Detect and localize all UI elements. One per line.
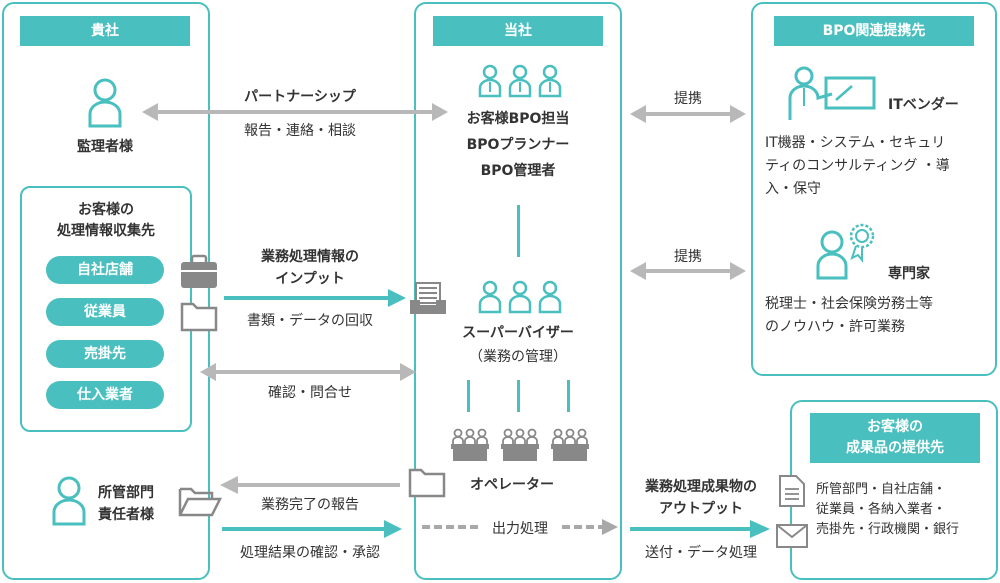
- expert-badge-icon: [816, 223, 875, 280]
- connector-line: [567, 380, 570, 412]
- it-desc-1: IT機器・システム・セキュリ: [765, 135, 946, 151]
- person-icon: [52, 476, 86, 526]
- delivery-header-line1: お客様の: [867, 419, 923, 435]
- operator-desk-icon: [451, 428, 489, 461]
- partnership-label: パートナーシップ: [244, 89, 356, 105]
- mail-icon: [776, 524, 808, 548]
- partner-panel: [751, 2, 997, 376]
- connector-line: [517, 205, 520, 257]
- presenter-icon: [788, 66, 876, 120]
- expert-desc-2: のノウハウ・許可業務: [765, 319, 905, 335]
- it-desc-2: ティのコンサルティング ・導: [765, 158, 950, 174]
- output-process-label: 出力処理: [492, 521, 548, 537]
- connector-line: [467, 380, 470, 412]
- partnership-double-arrow: [142, 103, 448, 121]
- role-bpo-manager: BPO管理者: [480, 163, 556, 179]
- manager-label-1: 所管部門: [98, 485, 154, 501]
- output-label-1: 業務処理成果物の: [645, 479, 757, 495]
- result-confirm-label: 処理結果の確認・承認: [240, 545, 380, 561]
- confirm-double-arrow: [200, 363, 416, 381]
- source-pill-employee: 従業員: [46, 298, 164, 326]
- operator-desk-icon: [551, 428, 589, 461]
- partner-header: BPO関連提携先: [774, 16, 974, 46]
- report-label: 報告・連絡・相談: [244, 123, 356, 139]
- info-source-title-2: 処理情報収集先: [57, 223, 155, 239]
- document-icon: [779, 475, 805, 507]
- manager-label-2: 責任者様: [98, 507, 154, 523]
- info-source-title-1: お客様の: [78, 202, 134, 218]
- output-arrow: [630, 520, 770, 538]
- auditor-label: 監理者様: [77, 139, 133, 155]
- alliance-double-arrow: [630, 105, 746, 123]
- input-label-2: インプット: [275, 271, 345, 287]
- it-vendor-label: ITベンダー: [888, 97, 959, 113]
- source-pill-store: 自社店舗: [46, 256, 164, 284]
- alliance-label-2: 提携: [674, 249, 702, 265]
- connector-line: [517, 380, 520, 412]
- alliance-label-1: 提携: [674, 91, 702, 107]
- role-bpo-planner: BPOプランナー: [466, 137, 570, 153]
- input-label-1: 業務処理情報の: [261, 249, 359, 265]
- supervisor-label: スーパーバイザー: [462, 325, 574, 341]
- it-desc-3: 入・保守: [765, 181, 821, 197]
- open-folder-icon: [178, 487, 223, 517]
- complete-report-label: 業務完了の報告: [261, 497, 359, 513]
- supervisor-sub-label: （業務の管理）: [469, 349, 567, 365]
- folder-icon: [408, 468, 446, 498]
- delivery-list-1: 所管部門・自社店舗・: [816, 482, 947, 497]
- source-pill-supplier: 仕入業者: [46, 381, 164, 409]
- client-header: 貴社: [20, 16, 190, 46]
- collect-label: 書類・データの回収: [247, 313, 373, 329]
- output-label-2: アウトプット: [659, 501, 743, 517]
- delivery-list-2: 従業員・各納入業者・: [816, 502, 947, 517]
- input-arrow: [224, 289, 406, 307]
- complete-report-arrow: [220, 476, 400, 494]
- operator-desk-icon: [501, 428, 539, 461]
- alliance-double-arrow: [630, 262, 746, 280]
- delivery-header: お客様の 成果品の提供先: [810, 413, 980, 463]
- inbox-tray-icon: [410, 282, 446, 314]
- staff-group-icon: [478, 280, 562, 314]
- expert-desc-1: 税理士・社会保険労務士等: [765, 296, 933, 312]
- folder-icon: [180, 302, 218, 332]
- delivery-header-line2: 成果品の提供先: [846, 440, 944, 456]
- person-icon: [88, 78, 122, 128]
- result-confirm-arrow: [222, 520, 402, 538]
- company-panel: [414, 2, 622, 580]
- output-process-dashed-arrow: [422, 519, 618, 535]
- operator-label: オペレーター: [470, 477, 554, 493]
- expert-label: 専門家: [888, 266, 930, 282]
- send-label: 送付・データ処理: [645, 545, 757, 561]
- source-pill-receivable: 売掛先: [46, 340, 164, 368]
- delivery-list-3: 売掛先・行政機関・銀行: [816, 522, 960, 537]
- role-bpo-rep: お客様BPO担当: [466, 111, 570, 127]
- confirm-label: 確認・問合せ: [268, 385, 352, 401]
- briefcase-icon: [181, 254, 217, 288]
- staff-group-icon: [478, 64, 562, 98]
- company-header: 当社: [433, 16, 603, 46]
